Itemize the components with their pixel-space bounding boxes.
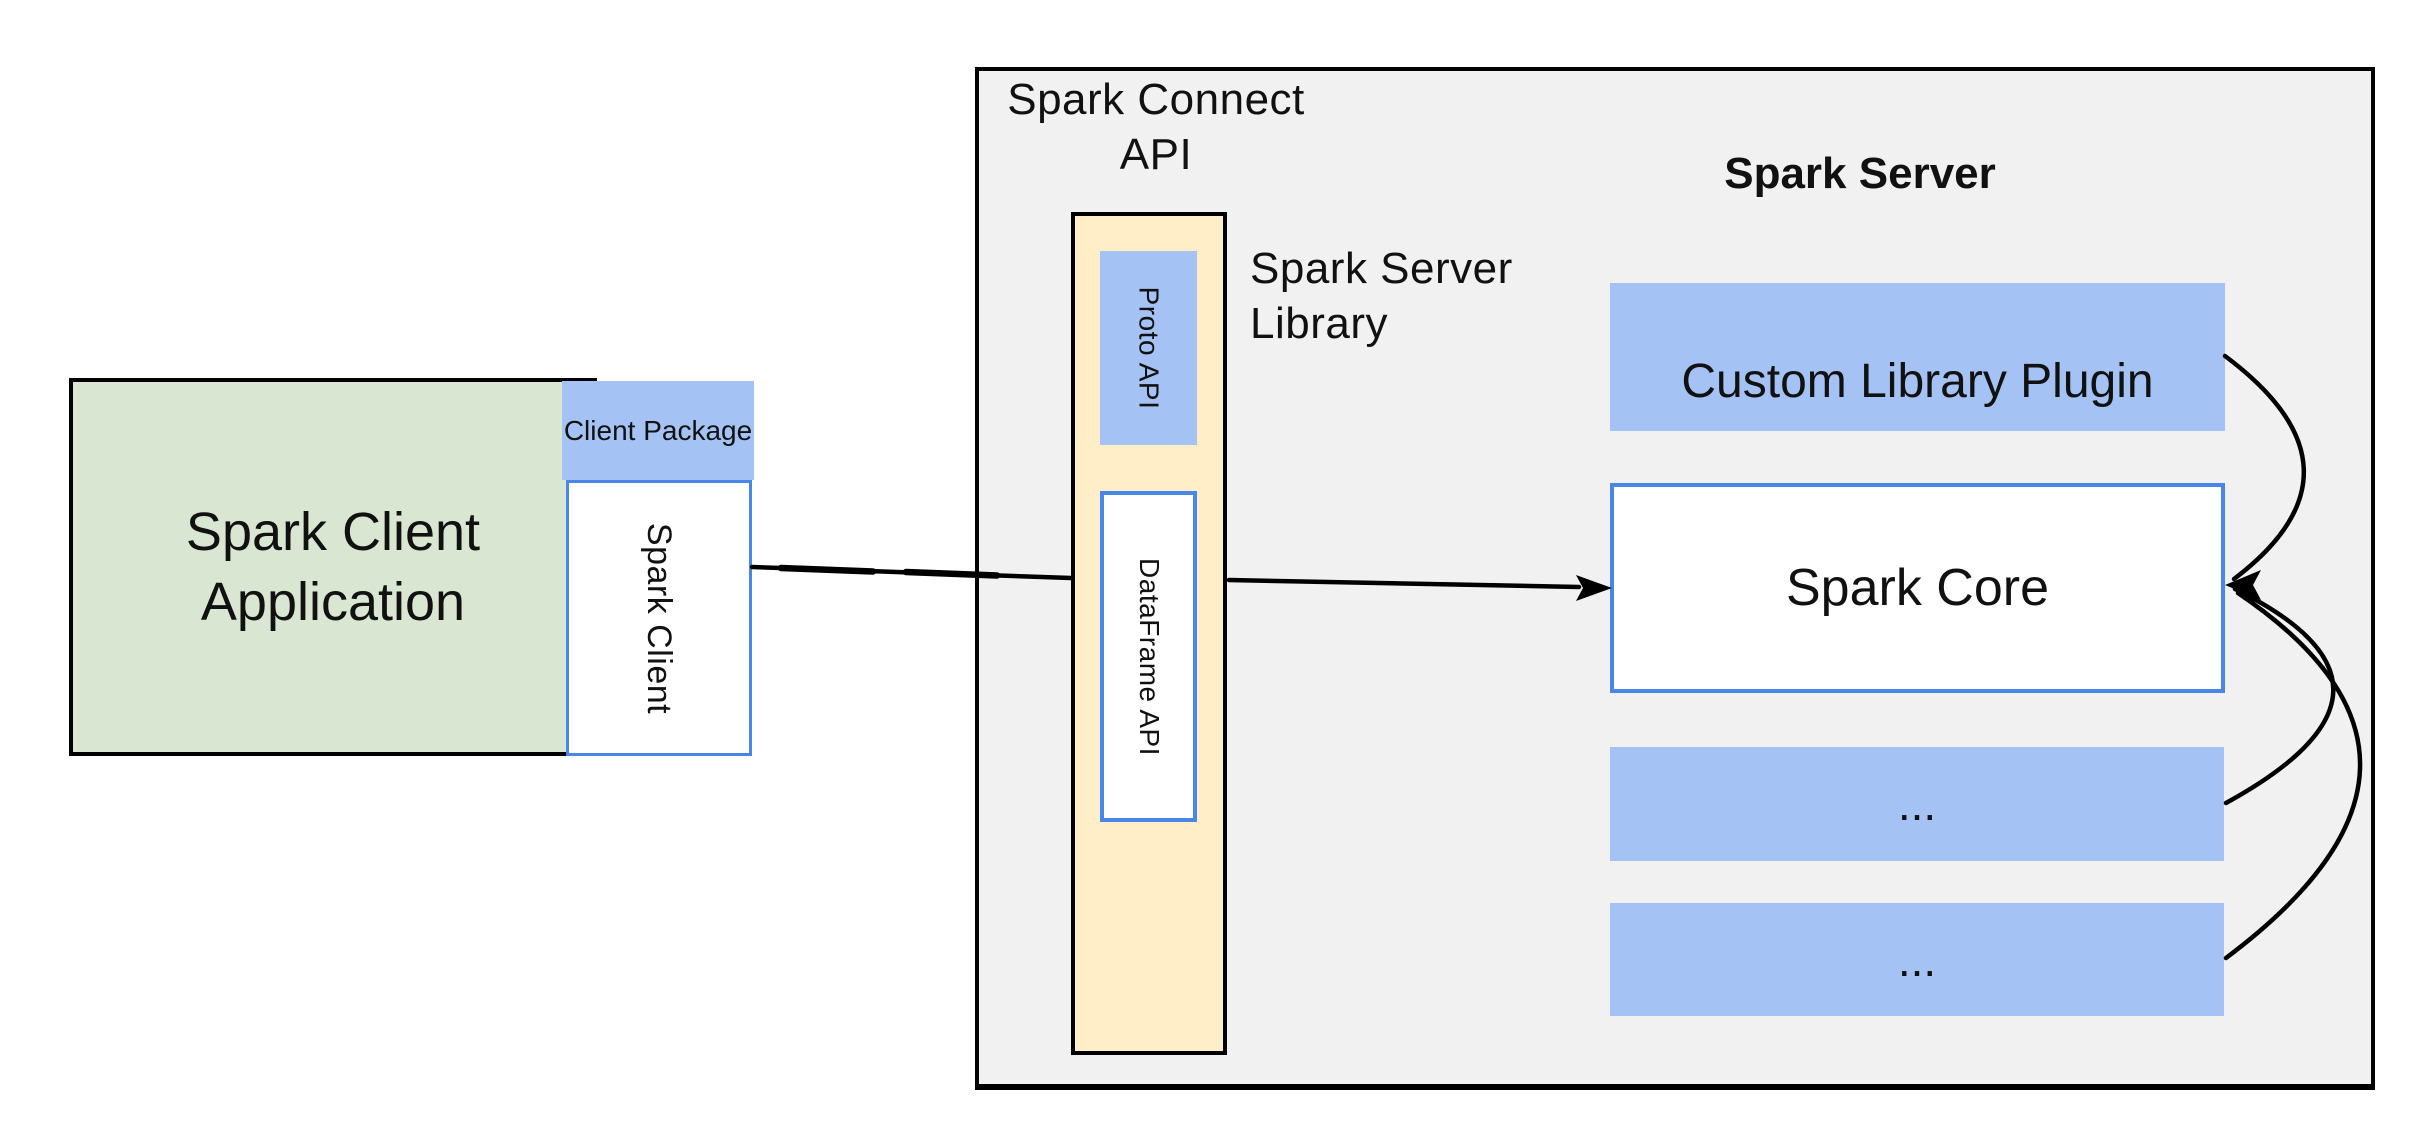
client-package-box: Client Package (562, 381, 754, 480)
dataframe-api-label: DataFrame API (1133, 557, 1165, 756)
spark-core-label: Spark Core (1786, 559, 2049, 617)
custom-library-plugin-label: Custom Library Plugin (1681, 354, 2154, 408)
module-placeholder-label-1: ... (1897, 778, 1937, 830)
module-placeholder-box-2: ... (1610, 903, 2224, 1016)
custom-library-plugin-box: Custom Library Plugin (1610, 283, 2225, 431)
spark-client-box: Spark Client (566, 480, 752, 756)
module-placeholder-label-2: ... (1897, 933, 1937, 986)
dataframe-api-box: DataFrame API (1100, 491, 1197, 822)
client-application-label: Spark Client Application (185, 502, 481, 632)
proto-api-label: Proto API (1133, 286, 1165, 410)
client-package-label: Client Package (563, 415, 753, 446)
spark-core-box: Spark Core (1610, 483, 2225, 693)
client-to-connect-line-overdraw-1 (777, 564, 877, 575)
proto-api-box: Proto API (1100, 251, 1197, 445)
spark-connect-api-title: Spark Connect API (1007, 75, 1305, 179)
client-application-box: Spark Client Application (69, 378, 597, 756)
spark-server-title: Spark Server (1724, 149, 1996, 198)
server-library-label: Spark Server Library (1250, 244, 1513, 348)
module-placeholder-box-1: ... (1610, 747, 2224, 861)
spark-client-label: Spark Client (640, 522, 679, 714)
